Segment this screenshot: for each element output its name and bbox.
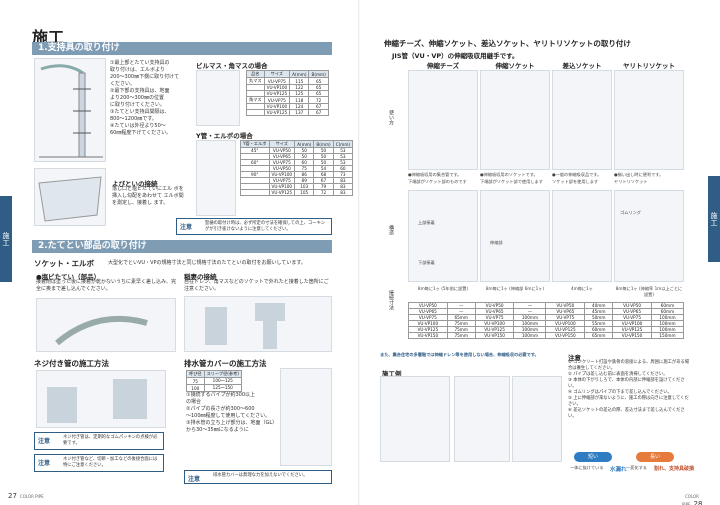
section-4-subtitle: JIS管（VU・VP）の伸縮吸収用継手です。 — [392, 52, 519, 60]
caution-box-3: 注意 ネジ付き管など、切断・加工などの後接合面には特にご注意ください。 — [34, 454, 164, 472]
yobi-title: よびといの接続 — [112, 180, 158, 188]
struct-label-1: 上部接着 — [418, 220, 435, 225]
structure-figure-3 — [552, 190, 612, 282]
caution-box-4: 注意 排水管カバーは無理な力を加えないでください。 — [184, 470, 332, 484]
col-head-1: 伸縮チーズ — [426, 62, 460, 70]
short-label: 短い — [574, 452, 612, 462]
structure-figure-4 — [614, 190, 684, 282]
struct-label-4: ゴムリング — [620, 210, 641, 215]
use-text-4: ●揃い出し時に便利です。 — [614, 172, 664, 177]
caution-box-1: 注意 竪樋の取付け時は、必ず所定の寸法を確保しての上、コーキングが引き抜けないよ… — [176, 218, 332, 235]
socket-subtitle: ●塩ビたてい（部品） — [36, 273, 101, 281]
col-head-4: ヤリトリソケット — [623, 62, 675, 70]
use-figure-3 — [552, 70, 612, 170]
section-1-heading: 1.支持具の取り付け — [32, 42, 332, 55]
use-note-3: ソケット部を使用します — [552, 179, 599, 184]
cover-diagram — [280, 368, 332, 466]
cover-text: ①接続するパイプが約300以上 の場合 ②パイプの長さが約300〜600 〜10… — [186, 392, 275, 433]
socket-text: 接着剤は塗った後に接着が乾かないうちに素早く差し込み、完全に奥まで差し込んでくだ… — [36, 279, 177, 292]
socket-diagram — [36, 298, 176, 352]
yobi-text: 落し口と塩ビたていにエル ボを挿入し勾配をあわせて エルボ間を測定し、接着し ま… — [112, 186, 184, 206]
use-note-1: 下端部がソケット部のものです — [408, 179, 467, 184]
notes-title: 注意 — [568, 354, 581, 362]
dimension-note: また、集合住宅の多層階では伸縮ドレン等を使用しない場合、伸縮吸収の必要です。 — [380, 352, 539, 357]
row-label-dimension: 接続寸法 — [388, 290, 394, 310]
caution-box-2: 注意 ネジ付き管は、定期的なゴムパッキンの点検が必要です。 — [34, 432, 164, 450]
use-note-2: 下端部がソケット部で使用します — [480, 179, 543, 184]
row-label-structure: 構造 — [388, 225, 394, 235]
drain-title: 稲妻の接続 — [184, 273, 217, 281]
col-head-2: 伸縮ソケット — [495, 62, 535, 70]
drain-text: 自在ドレン、角マスなどのソケットで外れたと接着した箇所にご注意ください。 — [184, 279, 329, 292]
side-tab-right[interactable]: 施工 — [708, 176, 720, 262]
pillar-diagram — [196, 70, 240, 126]
dim-head-2: 8m毎に1ヶ (伸縮部 6mに1ヶ) — [485, 286, 545, 291]
long-text: 一変化する — [626, 465, 647, 470]
struct-label-2: 下部接着 — [418, 260, 435, 265]
short-text: 一体に抜けている — [570, 465, 604, 470]
structure-figure-2 — [480, 190, 550, 282]
use-figure-2 — [480, 70, 550, 170]
dim-head-1: 8m毎に1ヶ (5年前に設置) — [417, 286, 469, 291]
structure-figure-1 — [408, 190, 478, 282]
col-head-3: 差込ソケット — [562, 62, 602, 70]
long-result: 割れ、支持具破損 — [654, 466, 695, 472]
dim-head-3: 4m毎に1ヶ — [571, 286, 593, 291]
long-label: 長い — [636, 452, 674, 462]
section-4-title: 伸縮チーズ、伸縮ソケット、差込ソケット、ヤリトリソケットの取り付け — [384, 39, 631, 48]
socket-note: 大型化でといVU・VPの規格寸法と同じ規格寸法のたてといの取付をお願いしています… — [108, 260, 306, 266]
dim-head-4: 8m毎に1ヶ (伸縮率 1m以上ごとに設置) — [615, 286, 683, 297]
notes-list: ① コンクリート打設や鉄骨の溶接による、周囲に施工がある場合は養生してください。… — [568, 360, 690, 419]
use-text-3: ●一般の伸縮吸収品です。 — [552, 172, 602, 177]
support-diagram-svg — [39, 64, 103, 158]
yobi-diagram — [34, 168, 106, 226]
use-figure-1 — [408, 70, 478, 170]
left-page: 施工 1.支持具の取り付け ①最上部とたてい支持具の 取り付けは、エルボより 2… — [0, 28, 354, 500]
neji-title: ネジ付き管の施工方法 — [34, 359, 109, 368]
short-result: 水漏れ — [610, 467, 627, 473]
use-note-4: ヤリトリソケット — [614, 179, 648, 184]
install-figure-2 — [454, 376, 510, 462]
drain-diagram — [184, 296, 332, 352]
use-text-2: ●伸縮吸収用のソケットです。 — [480, 172, 538, 177]
neji-diagram — [36, 370, 166, 428]
use-figure-4 — [614, 70, 684, 170]
y-elbow-title: Y管・エルボの場合 — [196, 132, 253, 140]
support-diagram — [34, 58, 106, 162]
side-tab-left[interactable]: 施工 — [0, 196, 12, 282]
struct-label-3: 伸縮部 — [490, 240, 503, 245]
use-text-1: ●伸縮吸収用の集合管です。 — [408, 172, 462, 177]
install-figure-1 — [380, 376, 450, 462]
pillar-title: ビルマス・角マスの場合 — [196, 62, 268, 70]
socket-title: ソケット・エルボ — [34, 259, 94, 268]
install-figure-3 — [512, 376, 562, 462]
right-page: 伸縮チーズ、伸縮ソケット、差込ソケット、ヤリトリソケットの取り付け JIS管（V… — [360, 0, 720, 505]
cover-title: 排水管カバーの施工方法 — [184, 359, 267, 368]
section-1-text: ①最上部とたてい支持具の 取り付けは、エルボより 200〜300㎜下側に取り付け… — [110, 60, 180, 136]
row-label-use: 使い方 — [388, 110, 394, 125]
section-2-heading: 2.たてとい部品の取り付け — [32, 240, 332, 253]
y-elbow-diagram — [196, 140, 236, 216]
install-title: 施工例 — [382, 370, 402, 378]
